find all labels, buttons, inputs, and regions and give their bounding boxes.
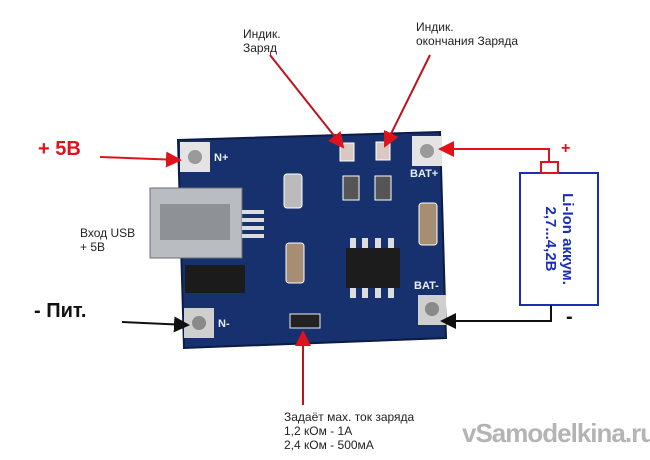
arrow-bat-plus (438, 141, 550, 162)
usb-connector (149, 187, 264, 293)
resistor-line1: Задаёт мах. ток заряда (284, 410, 415, 424)
silk-bat-plus: BAT+ (410, 168, 439, 180)
silk-bat-minus: BAT- (414, 280, 439, 292)
battery-label: Li-Ion аккум. 2,7...4,2В (542, 193, 576, 285)
battery-minus-sign: - (566, 306, 573, 328)
arrow-done-led (384, 54, 431, 148)
label-resistor: Задаёт мах. ток заряда 1,2 кОм - 1А 2,4 … (284, 410, 414, 452)
charge-led-line2: Заряд (243, 41, 277, 55)
silk-in-minus: N- (218, 318, 230, 330)
label-done-led: Индик. окончания Заряда (416, 20, 518, 48)
usb-input-line2: + 5В (80, 240, 106, 254)
watermark: vSamodelkina.ru (462, 418, 650, 448)
resistor-line3: 2,4 кОм - 500мА (284, 438, 374, 452)
battery-plus-sign: + (561, 140, 571, 157)
usb-input-line1: Вход USB (80, 226, 136, 240)
battery-type: Li-Ion аккум. (559, 193, 576, 285)
label-minus-power: - Пит. (34, 300, 87, 322)
arrow-plus-5v (99, 151, 182, 168)
done-led (375, 141, 391, 161)
tp4056-board (149, 130, 448, 350)
label-charge-led: Индик. Заряд (243, 27, 281, 55)
arrow-charge-led (269, 54, 345, 149)
label-usb-input: Вход USB + 5В (80, 226, 135, 254)
charge-led-line1: Индик. (243, 27, 281, 41)
arrow-bat-minus (440, 305, 552, 329)
battery-voltage: 2,7...4,2В (542, 206, 559, 272)
resistor-line2: 1,2 кОм - 1А (284, 424, 353, 438)
tp4056-chip (346, 238, 400, 298)
label-plus-5v: + 5В (38, 138, 81, 160)
current-set-resistor (289, 313, 321, 329)
done-led-line1: Индик. (416, 20, 454, 34)
arrow-minus-power (121, 316, 190, 333)
silk-in-plus: N+ (214, 152, 229, 164)
battery-symbol (519, 161, 599, 306)
done-led-line2: окончания Заряда (416, 34, 519, 48)
